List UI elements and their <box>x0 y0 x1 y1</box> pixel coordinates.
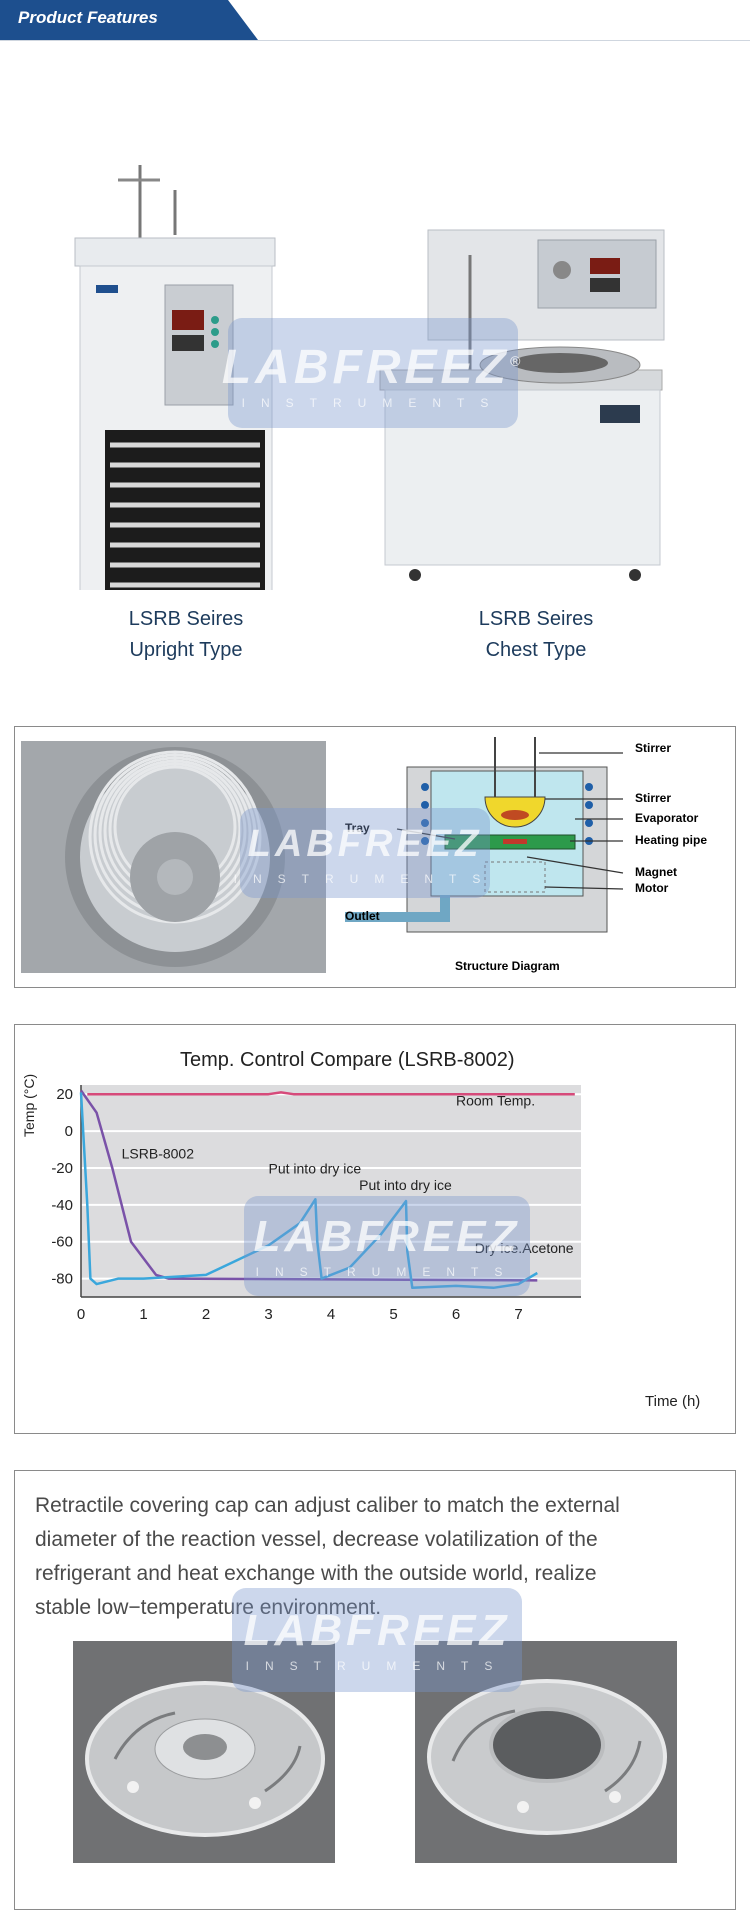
watermark-logo: LABFREEZ INSTRUMENTS <box>244 1196 530 1296</box>
x-tick-label: 4 <box>327 1306 335 1323</box>
watermark-logo: LABFREEZ INSTRUMENTS <box>232 1588 522 1692</box>
x-tick-label: 0 <box>77 1306 85 1323</box>
chart-title: Temp. Control Compare (LSRB-8002) <box>180 1049 515 1071</box>
label-stirrer: Stirrer <box>635 791 672 805</box>
chart-panel: Temp. Control Compare (LSRB-8002) Temp (… <box>14 1024 736 1434</box>
x-axis-label: Time (h) <box>645 1393 701 1410</box>
cap-photos <box>73 1641 677 1863</box>
chart-annotation: Dry ice.Acetone <box>475 1240 574 1256</box>
product-line2: Upright Type <box>129 639 243 661</box>
y-tick-label: -80 <box>51 1271 73 1288</box>
cap-photo-closed <box>73 1641 335 1863</box>
y-tick-label: -60 <box>51 1234 73 1251</box>
product-line1: LSRB Seires <box>128 608 244 630</box>
product-line1: LSRB Seires <box>478 608 594 630</box>
cap-feature-panel: Retractile covering cap can adjust calib… <box>14 1470 736 1910</box>
label-structure-caption: Structure Diagram <box>455 959 560 973</box>
product-photos <box>74 165 665 590</box>
header-title: Product Features <box>18 8 158 27</box>
header-divider <box>0 40 750 41</box>
chart-annotation: Room Temp. <box>456 1092 535 1108</box>
label-motor: Motor <box>635 881 669 895</box>
cap-desc-line: Retractile covering cap can adjust calib… <box>35 1494 620 1517</box>
cap-desc-line: diameter of the reaction vessel, decreas… <box>35 1528 598 1551</box>
chart-plot: 20 0 -20 -40 -60 -80 0 1 2 3 4 5 6 7 Room Temp. LSRB-80… <box>51 1085 581 1323</box>
chart-annotation: Put into dry ice <box>359 1177 452 1193</box>
x-tick-label: 2 <box>202 1306 210 1323</box>
label-magnet: Magnet <box>635 865 677 879</box>
chest-unit-image <box>379 229 665 581</box>
label-heating-pipe: Heating pipe <box>635 833 708 847</box>
header-banner <box>0 0 258 40</box>
x-tick-label: 1 <box>139 1306 147 1323</box>
product-caption-upright: LSRB Seires Upright Type <box>86 604 286 666</box>
x-tick-label: 3 <box>264 1306 272 1323</box>
cap-description: Retractile covering cap can adjust calib… <box>35 1489 725 1625</box>
plot-background <box>81 1085 581 1297</box>
label-evaporator: Evaporator <box>635 811 699 825</box>
product-line2: Chest Type <box>485 639 587 661</box>
y-tick-label: 0 <box>65 1123 73 1140</box>
watermark-logo: LABFREEZ INSTRUMENTS <box>234 808 490 898</box>
structure-panel: Stirrer Stirrer Evaporator Heating pipe … <box>14 726 736 988</box>
cap-desc-line: stable low−temperature environment. <box>35 1596 382 1619</box>
chart-annotation: LSRB-8002 <box>122 1146 195 1162</box>
product-caption-chest: LSRB Seires Chest Type <box>436 604 636 666</box>
upright-unit-image <box>74 165 276 590</box>
label-stirrer-top: Stirrer <box>635 741 672 755</box>
watermark-logo: LABFREEZ® INSTRUMENTS <box>222 318 520 428</box>
series-line <box>79 1089 538 1282</box>
cap-photo-open <box>415 1641 677 1863</box>
label-outlet: Outlet <box>345 909 380 923</box>
structure-diagram <box>345 737 624 933</box>
chart-annotation: Put into dry ice <box>269 1160 362 1176</box>
y-tick-label: 20 <box>56 1086 73 1103</box>
structure-graphics <box>21 737 624 973</box>
x-tick-label: 5 <box>389 1306 397 1323</box>
y-tick-label: -20 <box>51 1160 73 1177</box>
y-tick-label: -40 <box>51 1197 73 1214</box>
series-line <box>87 1091 575 1096</box>
x-tick-label: 7 <box>514 1306 522 1323</box>
series-line <box>79 1092 538 1290</box>
cap-desc-line: refrigerant and heat exchange with the o… <box>35 1562 597 1585</box>
label-tray: Tray <box>345 821 370 835</box>
x-tick-label: 6 <box>452 1306 460 1323</box>
